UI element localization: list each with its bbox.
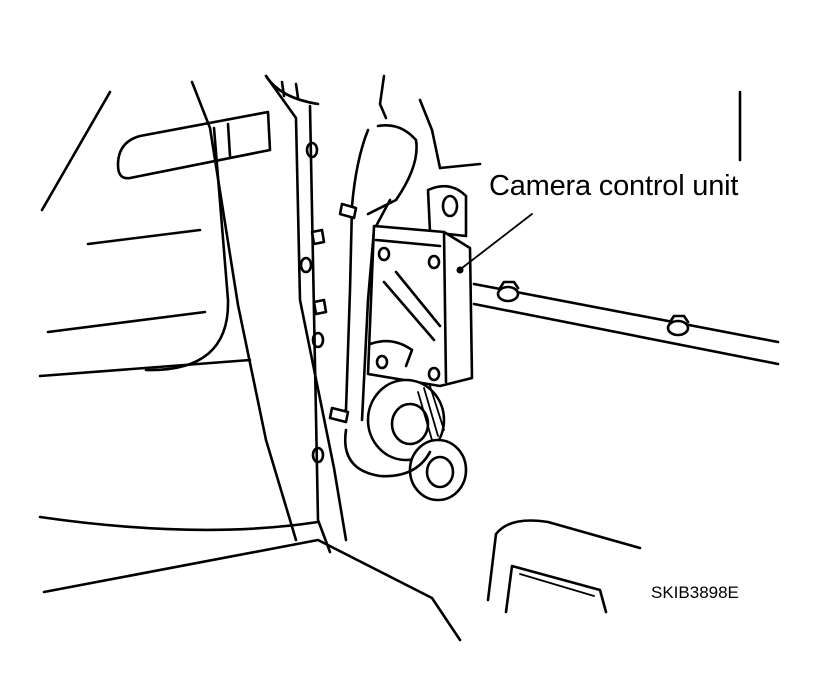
camera-control-unit-hole <box>377 246 391 262</box>
harness-tube <box>332 128 370 418</box>
connector-grommet <box>366 378 446 462</box>
shelf-bolt-head <box>668 314 690 324</box>
figure-code: SKIB3898E <box>651 583 739 602</box>
harness-top <box>378 74 388 120</box>
mount-hole <box>299 256 313 274</box>
body-line <box>438 162 482 170</box>
harness-tube <box>360 198 392 422</box>
floor-front-edge <box>42 538 462 642</box>
callout-label: Camera control unit <box>489 170 739 202</box>
camera-control-unit-face <box>442 230 448 384</box>
pillar-trim <box>280 80 286 98</box>
pillar-inner <box>264 74 348 542</box>
camera-control-unit-slot <box>394 270 442 328</box>
mount-hole <box>311 446 325 464</box>
left-panel-edge <box>40 90 112 212</box>
callout-dot <box>456 266 464 274</box>
cargo-compartment-inner <box>504 564 608 614</box>
camera-control-unit-hole <box>427 254 441 270</box>
mount-hole <box>305 141 319 159</box>
shelf-bolt-head <box>498 280 520 290</box>
clip <box>310 228 326 246</box>
clip <box>312 298 328 316</box>
callout-leader <box>461 213 533 269</box>
rear-shelf-rail <box>472 282 780 344</box>
camera-control-unit-bracket <box>426 184 468 238</box>
cargo-compartment-inner <box>519 573 595 597</box>
quarter-panel-line <box>46 310 207 334</box>
quarter-panel-line <box>38 358 252 378</box>
floor-edge <box>38 515 320 532</box>
pillar-front <box>308 104 332 554</box>
harness-clip <box>328 406 350 424</box>
roof-edge <box>418 98 442 170</box>
harness-tube <box>366 124 418 216</box>
connector-pins <box>417 385 445 441</box>
shelf-bolt <box>666 319 690 337</box>
camera-control-unit-hole <box>427 366 441 382</box>
quarter-window-outline <box>116 110 272 180</box>
connector-grommet <box>408 438 468 502</box>
trim-curve <box>144 126 230 372</box>
quarter-panel-line <box>86 228 202 246</box>
pillar-trim <box>294 82 300 100</box>
cargo-compartment <box>486 519 642 602</box>
camera-control-unit-side <box>374 238 442 248</box>
bracket-hole <box>441 194 459 218</box>
camera-control-unit-slot <box>382 280 436 342</box>
pillar-outer <box>190 80 298 542</box>
harness-loop <box>343 428 432 478</box>
pillar-trim <box>226 122 232 158</box>
camera-control-unit-tab <box>368 339 414 368</box>
harness-clip <box>338 202 358 220</box>
connector-grommet-inner <box>425 455 455 489</box>
rear-shelf-rail <box>472 302 780 366</box>
shelf-bolt <box>496 285 520 303</box>
camera-control-unit-hole <box>375 354 389 370</box>
camera-control-unit-body <box>366 224 474 388</box>
mount-hole <box>311 331 325 349</box>
pillar-top <box>264 74 320 106</box>
